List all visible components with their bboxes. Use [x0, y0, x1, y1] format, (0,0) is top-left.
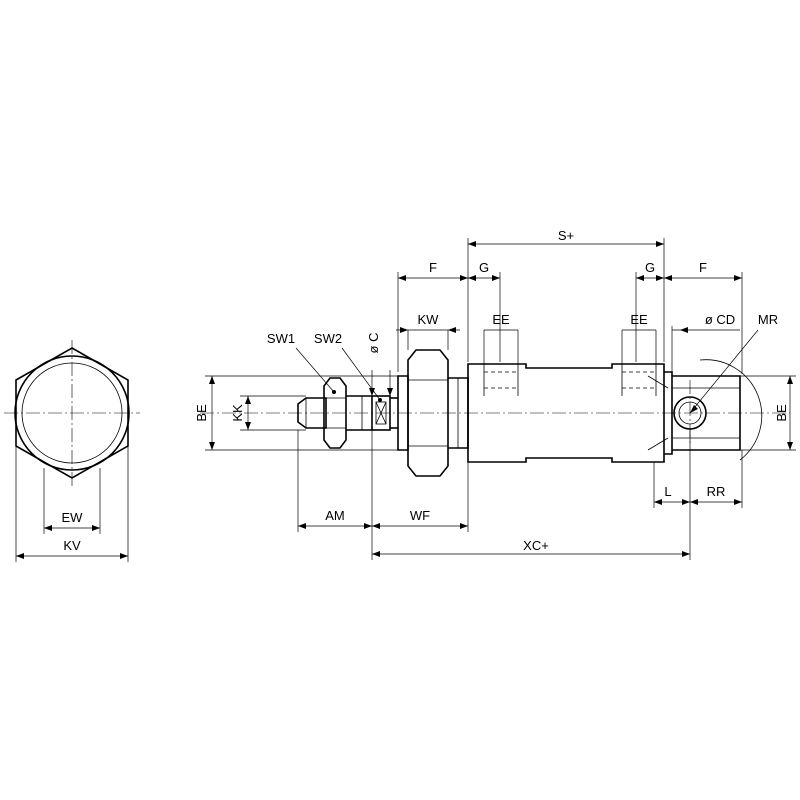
label-s-plus: S+ [558, 228, 574, 243]
f-g-left-dimension: F G [398, 260, 500, 281]
ew-dimension: EW [43, 468, 101, 534]
rear-eye [672, 375, 741, 451]
ee-left-dimension: EE [483, 312, 519, 364]
label-kw: KW [418, 312, 440, 327]
label-wf: WF [410, 508, 430, 523]
label-be-right: BE [774, 404, 789, 422]
bottom-extension-lines [297, 429, 743, 560]
lock-nut-sw1 [323, 377, 347, 449]
label-ee-right: EE [630, 312, 648, 327]
label-c: ø C [366, 333, 381, 354]
am-wf-dimension: AM WF [298, 508, 468, 529]
label-g-right: G [645, 260, 655, 275]
kv-dimension: KV [15, 446, 129, 562]
top-extension-lines [397, 238, 743, 374]
s-plus-dimension: S+ [468, 228, 664, 247]
label-kk: KK [230, 404, 245, 422]
label-mr: MR [758, 312, 778, 327]
end-view [4, 340, 140, 486]
be-right-dimension: BE [740, 375, 796, 451]
be-left-dimension: BE [194, 375, 398, 451]
c-dimension: ø C [366, 333, 393, 396]
mr-radius-arc [699, 359, 763, 461]
label-ee-left: EE [492, 312, 510, 327]
label-rr: RR [707, 484, 726, 499]
g-f-right-dimension: G F [636, 260, 742, 281]
label-am: AM [325, 508, 345, 523]
mr-leader: MR [689, 312, 778, 414]
side-view [200, 349, 790, 477]
label-sw1: SW1 [267, 331, 295, 346]
wrench-flat-sw2 [371, 395, 391, 431]
label-ew: EW [62, 510, 84, 525]
xc-plus-dimension: XC+ [372, 538, 690, 557]
head-nut-kw [407, 349, 449, 477]
label-l: L [664, 484, 671, 499]
label-g-left: G [479, 260, 489, 275]
label-sw2: SW2 [314, 331, 342, 346]
l-rr-dimension: L RR [654, 484, 742, 505]
rear-cap [664, 371, 673, 455]
label-xc-plus: XC+ [523, 538, 549, 553]
sw1-leader: SW1 [267, 331, 336, 394]
label-f-left: F [429, 260, 437, 275]
label-f-right: F [699, 260, 707, 275]
kk-dimension: KK [230, 395, 306, 431]
label-cd: ø CD [705, 312, 735, 327]
cd-dimension: ø CD [672, 312, 740, 333]
label-kv: KV [63, 538, 81, 553]
ee-right-dimension: EE [621, 312, 657, 364]
kw-dimension: KW [396, 312, 460, 350]
cylinder-barrel [467, 363, 665, 463]
label-be-left: BE [194, 404, 209, 422]
